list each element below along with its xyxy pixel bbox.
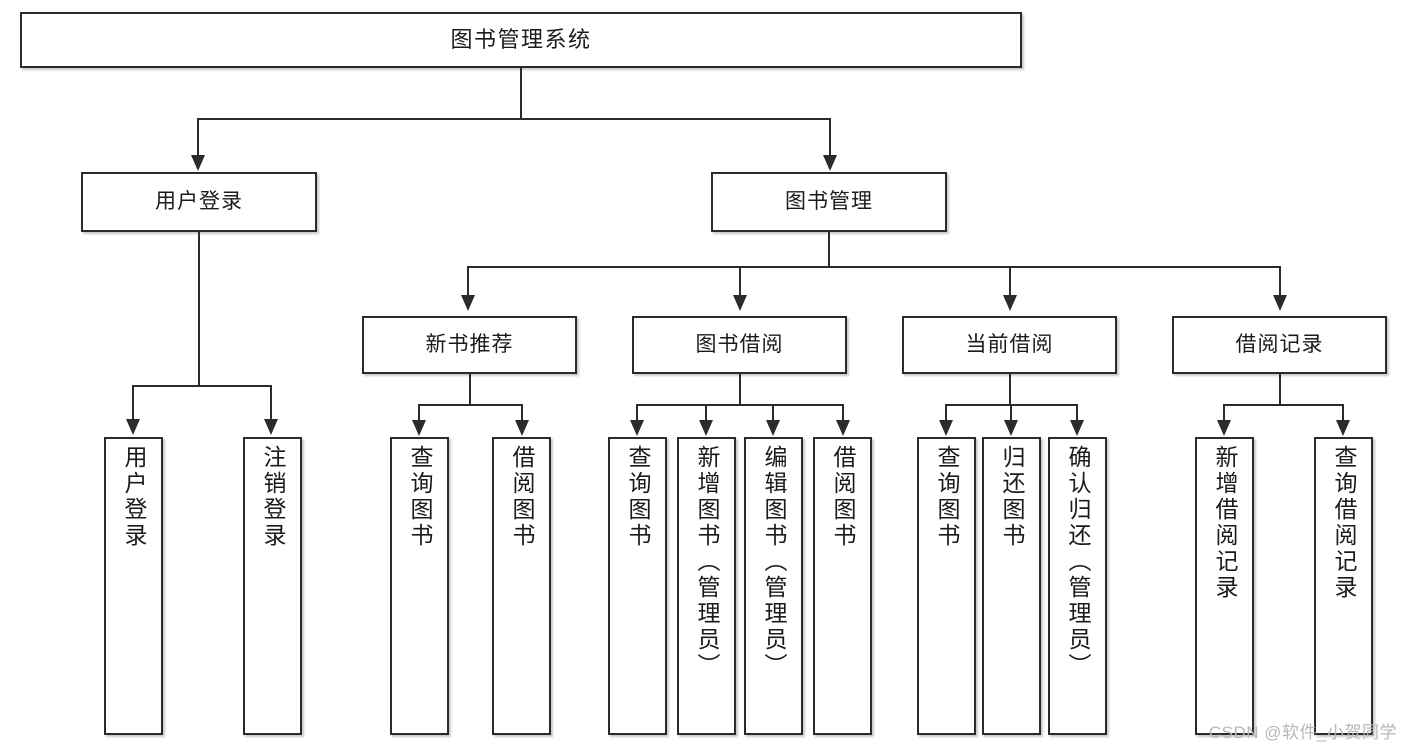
node-label: 借阅图书: [830, 445, 856, 549]
edge-bm-to-new-book: [467, 266, 469, 297]
node-label: 图书管理: [785, 189, 873, 213]
node-label: 确认归还（管理员）: [1065, 445, 1091, 679]
edge-root-stem: [520, 68, 522, 119]
edge-bm-to-book-borrow: [739, 266, 741, 297]
node-label: 图书借阅: [695, 332, 784, 356]
edge-user-login-to-leaf-1: [132, 385, 134, 421]
edge-new-book-bus: [418, 404, 522, 406]
edge-br-to-leaf-2: [1342, 404, 1344, 422]
edge-bb-to-leaf-1: [636, 404, 638, 422]
edge-root-to-book-management: [829, 118, 831, 157]
node-label: 新增图书（管理员）: [694, 445, 720, 679]
leaf-confirm-return-admin[interactable]: 确认归还（管理员）: [1048, 437, 1107, 735]
edge-user-login-to-leaf-2: [270, 385, 272, 421]
node-new-book-recommend[interactable]: 新书推荐: [362, 316, 577, 374]
node-current-borrow[interactable]: 当前借阅: [902, 316, 1117, 374]
node-label: 图书管理系统: [450, 27, 592, 53]
edge-br-to-leaf-1: [1223, 404, 1225, 422]
node-borrow-records[interactable]: 借阅记录: [1172, 316, 1387, 374]
leaf-query-borrow-record[interactable]: 查询借阅记录: [1314, 437, 1373, 735]
arrow-root-to-user-login: [191, 155, 205, 171]
node-user-login[interactable]: 用户登录: [81, 172, 317, 232]
arrow-br-to-leaf-2: [1336, 420, 1350, 436]
node-label: 归还图书: [999, 445, 1025, 549]
edge-new-book-to-leaf-2: [521, 404, 523, 422]
edge-cb-to-leaf-1: [945, 404, 947, 422]
edge-book-borrow-bus: [636, 404, 844, 406]
leaf-add-book-admin[interactable]: 新增图书（管理员）: [677, 437, 736, 735]
edge-user-login-bus: [132, 385, 270, 387]
edge-current-borrow-stem: [1009, 374, 1011, 406]
node-label: 用户登录: [121, 445, 147, 549]
arrow-cb-to-leaf-2: [1004, 420, 1018, 436]
edge-user-login-stem: [198, 232, 200, 387]
edge-new-book-stem: [469, 374, 471, 406]
arrow-user-login-to-leaf-1: [126, 419, 140, 435]
edge-book-borrow-stem: [739, 374, 741, 406]
leaf-query-book-recommend[interactable]: 查询图书: [390, 437, 449, 735]
arrow-br-to-leaf-1: [1217, 420, 1231, 436]
edge-book-management-bus: [467, 266, 1281, 268]
node-label: 查询借阅记录: [1331, 445, 1357, 601]
arrow-bm-to-borrow-records: [1273, 295, 1287, 311]
arrow-new-book-to-leaf-1: [412, 420, 426, 436]
node-book-management[interactable]: 图书管理: [711, 172, 947, 232]
node-book-borrow[interactable]: 图书借阅: [632, 316, 847, 374]
edge-new-book-to-leaf-1: [418, 404, 420, 422]
leaf-query-book-borrow[interactable]: 查询图书: [608, 437, 667, 735]
edge-cb-to-leaf-3: [1076, 404, 1078, 422]
edge-bb-to-leaf-3: [772, 404, 774, 422]
node-label: 新增借阅记录: [1212, 445, 1238, 601]
arrow-cb-to-leaf-1: [939, 420, 953, 436]
node-label: 查询图书: [407, 445, 433, 549]
leaf-borrow-book-recommend[interactable]: 借阅图书: [492, 437, 551, 735]
node-label: 查询图书: [625, 445, 651, 549]
node-label: 用户登录: [155, 189, 243, 213]
node-root-book-management-system[interactable]: 图书管理系统: [20, 12, 1022, 68]
arrow-new-book-to-leaf-2: [515, 420, 529, 436]
edge-root-bus: [197, 118, 831, 120]
node-label: 编辑图书（管理员）: [761, 445, 787, 679]
edge-bb-to-leaf-4: [842, 404, 844, 422]
edge-borrow-records-stem: [1279, 374, 1281, 406]
arrow-bb-to-leaf-3: [766, 420, 780, 436]
edge-bm-to-current-borrow: [1009, 266, 1011, 297]
leaf-borrow-book[interactable]: 借阅图书: [813, 437, 872, 735]
node-label: 新书推荐: [425, 332, 514, 356]
edge-book-management-stem: [828, 232, 830, 268]
leaf-edit-book-admin[interactable]: 编辑图书（管理员）: [744, 437, 803, 735]
leaf-user-login[interactable]: 用户登录: [104, 437, 163, 735]
leaf-return-book[interactable]: 归还图书: [982, 437, 1041, 735]
arrow-bb-to-leaf-2: [699, 420, 713, 436]
arrow-bm-to-current-borrow: [1003, 295, 1017, 311]
arrow-user-login-to-leaf-2: [264, 419, 278, 435]
node-label: 当前借阅: [965, 332, 1054, 356]
arrow-bm-to-new-book: [461, 295, 475, 311]
edge-bb-to-leaf-2: [705, 404, 707, 422]
arrow-bb-to-leaf-4: [836, 420, 850, 436]
edge-cb-to-leaf-2: [1010, 404, 1012, 422]
edge-root-to-user-login: [197, 118, 199, 157]
leaf-add-borrow-record[interactable]: 新增借阅记录: [1195, 437, 1254, 735]
leaf-logout[interactable]: 注销登录: [243, 437, 302, 735]
edge-borrow-records-bus: [1223, 404, 1343, 406]
arrow-bb-to-leaf-1: [630, 420, 644, 436]
node-label: 查询图书: [934, 445, 960, 549]
arrow-bm-to-book-borrow: [733, 295, 747, 311]
node-label: 注销登录: [260, 445, 286, 549]
node-label: 借阅图书: [509, 445, 535, 549]
node-label: 借阅记录: [1235, 332, 1324, 356]
edge-bm-to-borrow-records: [1279, 266, 1281, 297]
leaf-query-book-current[interactable]: 查询图书: [917, 437, 976, 735]
arrow-cb-to-leaf-3: [1070, 420, 1084, 436]
arrow-root-to-book-management: [823, 155, 837, 171]
